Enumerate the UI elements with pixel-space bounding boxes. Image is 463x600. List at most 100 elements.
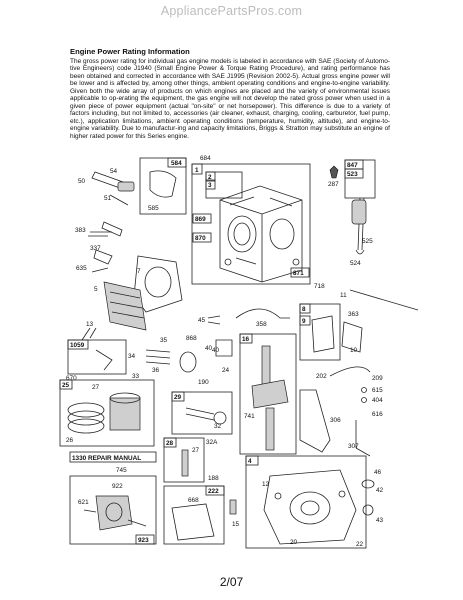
breather-358	[235, 308, 290, 319]
callout-51: 51	[104, 195, 112, 202]
box-28	[163, 437, 205, 483]
dipstick-tube-assembly	[91, 171, 135, 237]
callout-404: 404	[372, 397, 383, 404]
callout-10: 10	[350, 347, 358, 354]
callout-383: 383	[75, 227, 86, 234]
callout-209: 209	[372, 375, 383, 382]
cylinder-block	[219, 185, 303, 283]
callout-741: 741	[244, 413, 255, 420]
callout-684: 684	[200, 155, 211, 162]
callout-745: 745	[116, 467, 127, 474]
callout-7: 7	[137, 268, 141, 275]
callout-27-piston: 27	[92, 384, 100, 391]
callout-32a: 32A	[206, 439, 218, 446]
callout-34: 34	[128, 353, 136, 360]
carburetor	[83, 495, 147, 531]
power-rating-paragraph: The gross power rating for individual ga…	[70, 58, 390, 140]
box-584	[139, 157, 187, 215]
valve-springs	[145, 339, 233, 373]
box-label-25: 25	[62, 382, 70, 389]
callout-50: 50	[78, 178, 86, 185]
box-label-8: 8	[302, 306, 306, 313]
box-label-16: 16	[242, 336, 250, 343]
box-label-1059: 1059	[70, 342, 85, 349]
callout-54: 54	[110, 168, 118, 175]
callout-287: 287	[328, 181, 339, 188]
callout-20: 20	[290, 539, 298, 546]
callout-5: 5	[94, 286, 98, 293]
box-label-523: 523	[347, 171, 358, 178]
box-label-847: 847	[347, 162, 358, 169]
callout-524: 524	[350, 260, 361, 267]
callout-307: 307	[348, 443, 359, 450]
cylinder-head	[103, 255, 183, 331]
box-4	[245, 455, 367, 549]
box-923	[69, 475, 157, 545]
callout-26: 26	[66, 437, 74, 444]
callout-32: 32	[214, 423, 222, 430]
callout-306: 306	[330, 417, 341, 424]
callout-615: 615	[372, 387, 383, 394]
callout-190: 190	[198, 379, 209, 386]
watermark: AppliancePartsPros.com	[160, 4, 303, 18]
callout-13: 13	[86, 321, 94, 328]
box-label-4: 4	[248, 458, 252, 465]
callout-363: 363	[348, 311, 359, 318]
callout-635: 635	[76, 265, 87, 272]
box-16	[239, 333, 297, 455]
callout-11: 11	[340, 292, 347, 299]
box-label-869: 869	[195, 216, 206, 223]
crankshaft	[251, 345, 289, 451]
callout-43: 43	[376, 517, 384, 524]
box-label-29: 29	[174, 394, 182, 401]
box-label-1: 1	[195, 167, 199, 174]
callout-24: 24	[222, 367, 230, 374]
box-label-584: 584	[171, 160, 182, 167]
callout-358: 358	[256, 321, 267, 328]
repair-manual-box	[69, 451, 157, 463]
piston-and-rings	[67, 392, 141, 434]
box-label-870: 870	[195, 235, 206, 242]
callout-22: 22	[356, 541, 364, 548]
callout-718: 718	[314, 283, 325, 290]
fuel-pump-tube	[351, 197, 367, 255]
callout-40-lower: 40	[212, 347, 220, 354]
callout-45: 45	[198, 317, 206, 324]
box-label-923: 923	[138, 537, 149, 544]
engine-sump	[263, 469, 357, 545]
box-29	[171, 391, 233, 435]
callout-42: 42	[376, 487, 384, 494]
box-25	[59, 379, 155, 447]
page-number: 2/07	[219, 575, 244, 589]
box-label-2: 2	[208, 174, 212, 181]
callout-35: 35	[160, 337, 168, 344]
repair-manual-label: 1330 REPAIR MANUAL	[72, 455, 141, 462]
callout-202: 202	[316, 373, 327, 380]
box-label-9: 9	[302, 318, 306, 325]
callout-668: 668	[188, 497, 199, 504]
callout-621: 621	[78, 499, 89, 506]
callout-337: 337	[90, 245, 101, 252]
callout-922: 922	[112, 483, 123, 490]
callout-15: 15	[232, 521, 240, 528]
callout-46: 46	[374, 469, 382, 476]
callout-670: 670	[66, 375, 77, 382]
air-guide-306	[299, 389, 331, 453]
callout-33: 33	[132, 373, 140, 380]
callout-868: 868	[186, 335, 197, 342]
callout-616: 616	[372, 411, 383, 418]
box-label-222: 222	[208, 488, 219, 495]
box-label-28: 28	[166, 440, 174, 447]
box-label-871: 871	[293, 270, 304, 277]
callout-12: 12	[262, 481, 270, 488]
section-heading: Engine Power Rating Information	[70, 47, 190, 56]
callout-188: 188	[208, 475, 219, 482]
box-1059	[67, 339, 127, 375]
callout-525: 525	[362, 238, 373, 245]
callout-27-box28: 27	[192, 447, 200, 454]
box-label-3: 3	[208, 182, 212, 189]
callout-36: 36	[152, 367, 160, 374]
box-cylinder-block	[191, 163, 311, 285]
box-222	[163, 485, 225, 545]
